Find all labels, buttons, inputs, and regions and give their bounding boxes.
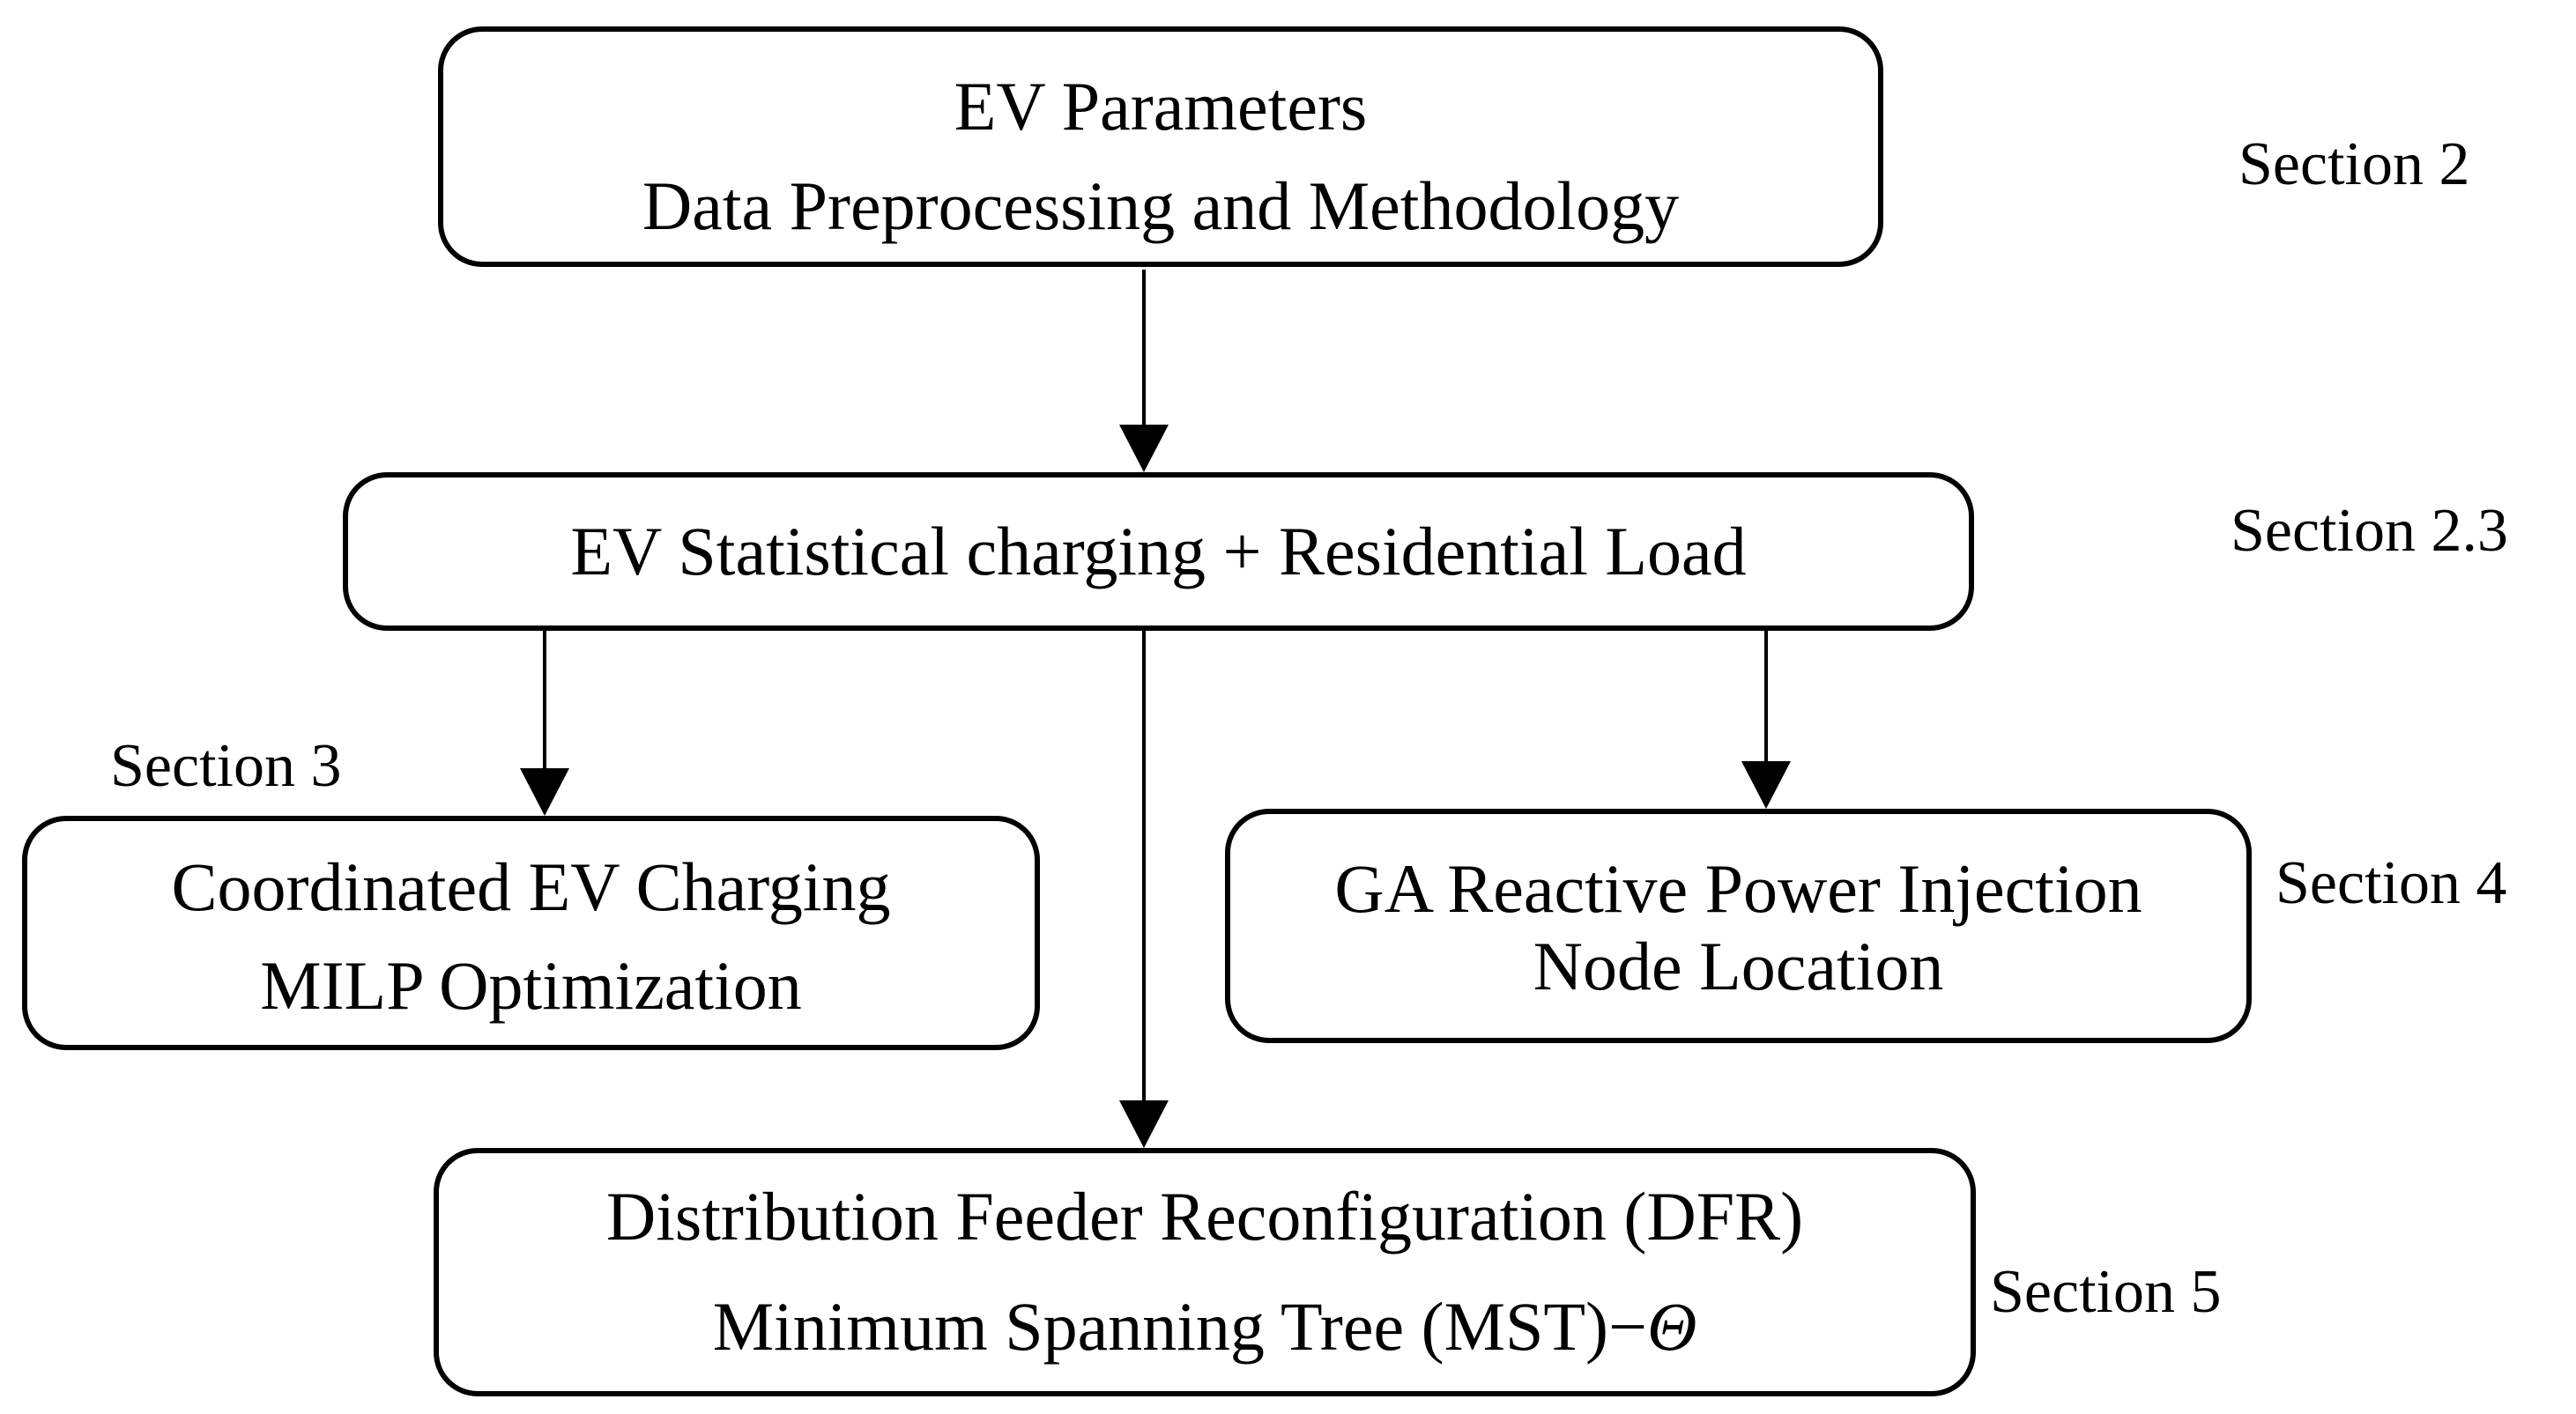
section-5-label: Section 5: [1990, 1258, 2222, 1326]
box-coordinated-ev-charging: Coordinated EV Charging MILP Optimizatio…: [22, 816, 1040, 1050]
arrow-top-to-mid: [1119, 270, 1169, 472]
box-text-line-prefix: Minimum Spanning Tree (MST)−: [712, 1288, 1647, 1365]
section-3-label: Section 3: [110, 732, 342, 800]
box-text-line: Minimum Spanning Tree (MST)−Θ: [713, 1292, 1697, 1361]
box-ev-statistical-charging: EV Statistical charging + Residential Lo…: [343, 472, 1974, 631]
arrow-line: [1764, 631, 1768, 765]
arrow-line: [1142, 631, 1146, 1104]
box-text-line: Node Location: [1533, 928, 1944, 1004]
arrow-line: [1142, 270, 1146, 428]
section-4-label: Section 4: [2275, 849, 2507, 917]
box-ga-reactive-power: GA Reactive Power Injection Node Locatio…: [1225, 809, 2252, 1043]
box-ev-parameters: EV Parameters Data Preprocessing and Met…: [438, 26, 1883, 267]
box-text-line: Distribution Feeder Reconfiguration (DFR…: [605, 1178, 1804, 1255]
arrow-line: [543, 631, 546, 772]
box-text-line: GA Reactive Power Injection: [1334, 850, 2142, 927]
box-dfr-mst: Distribution Feeder Reconfiguration (DFR…: [434, 1148, 1976, 1396]
section-2-label: Section 2: [2238, 130, 2470, 198]
arrow-mid-to-bottom: [1119, 631, 1169, 1148]
arrow-head: [1119, 425, 1169, 472]
arrow-head: [1741, 761, 1791, 809]
theta-symbol: Θ: [1646, 1288, 1697, 1365]
arrow-mid-to-right: [1741, 631, 1791, 809]
section-2-3-label: Section 2.3: [2231, 497, 2508, 565]
box-text-line: EV Parameters: [954, 68, 1368, 144]
arrow-mid-to-left: [520, 631, 569, 816]
box-text-line: Data Preprocessing and Methodology: [642, 167, 1680, 244]
box-text-line: MILP Optimization: [260, 947, 802, 1024]
arrow-head: [520, 768, 569, 816]
arrow-head: [1119, 1100, 1169, 1148]
box-text-line: EV Statistical charging + Residential Lo…: [570, 513, 1747, 589]
box-text-line: Coordinated EV Charging: [171, 848, 891, 925]
